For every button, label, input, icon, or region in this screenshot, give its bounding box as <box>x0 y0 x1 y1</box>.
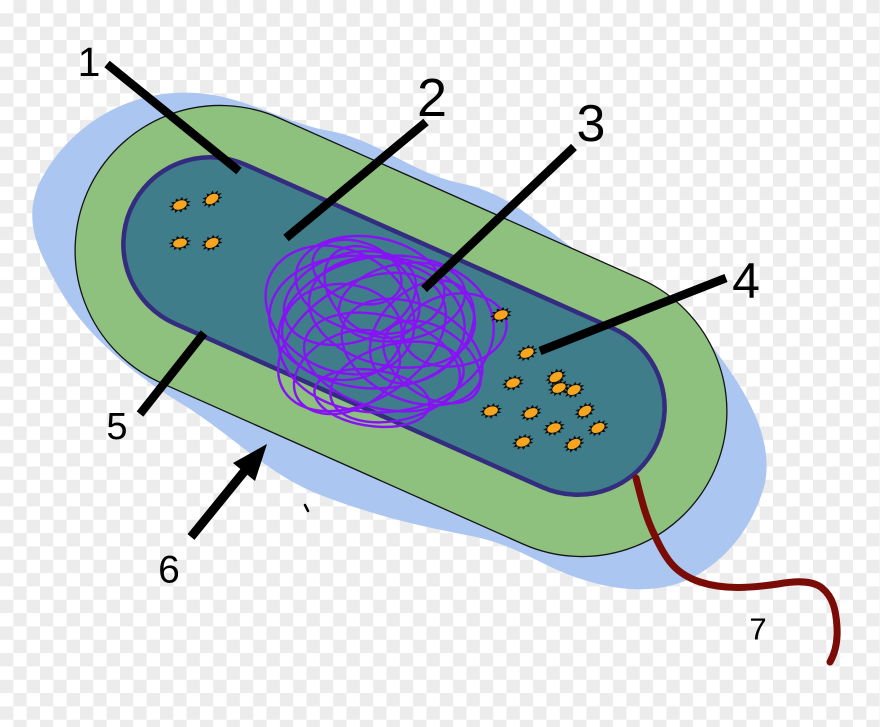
nucleoid-dna <box>264 234 508 429</box>
ribosome-core <box>205 193 219 205</box>
ribosome-core <box>567 438 581 450</box>
nucleoid-dna-loop <box>277 254 495 414</box>
ribosome-core <box>567 384 581 396</box>
ribosome <box>201 190 223 208</box>
ribosome <box>516 344 538 362</box>
label-7: 7 <box>749 612 766 647</box>
ribosome-core <box>524 408 538 418</box>
label-6: 6 <box>158 549 180 592</box>
ribosome <box>168 196 191 213</box>
nucleoid-dna-loop <box>313 367 431 429</box>
ribosome-core <box>520 348 534 358</box>
ribosome-core <box>552 383 566 393</box>
flagellum <box>632 474 841 666</box>
pointer-line-2 <box>283 118 429 242</box>
ribosome-core <box>591 422 605 434</box>
ribosome-core <box>549 371 563 383</box>
ribosome-core <box>578 405 592 417</box>
ribosome <box>511 433 534 450</box>
nucleoid-dna-loop <box>280 282 404 382</box>
nucleoid-dna-loop <box>264 244 416 376</box>
nucleoid-dna-loop <box>294 234 446 336</box>
ribosome <box>542 419 565 436</box>
pointer-line-4 <box>538 274 728 355</box>
ribosome <box>545 368 567 386</box>
pointer-line-1 <box>104 60 242 175</box>
pointer-arrowhead-6 <box>233 444 267 481</box>
label-1: 1 <box>78 39 101 85</box>
label-5: 5 <box>106 406 127 448</box>
ribosome <box>563 381 585 399</box>
nucleoid-dna-loop <box>402 292 508 368</box>
ribosome <box>587 419 609 437</box>
label-3: 3 <box>577 95 606 153</box>
ribosome-core <box>506 378 520 388</box>
pointer-arrow-shaft-6 <box>187 465 251 540</box>
ribosome <box>520 404 542 422</box>
ribosome-core <box>205 237 219 249</box>
ribosome-core <box>484 406 498 416</box>
ribosome-core <box>173 238 187 248</box>
ribosome <box>201 234 223 252</box>
nucleoid-dna-loop <box>368 279 476 385</box>
tick-mark <box>303 503 310 513</box>
nucleoid-dna-loop <box>382 319 482 405</box>
ribosome <box>563 435 585 453</box>
ribosome <box>574 402 596 420</box>
pointer-line-5 <box>136 330 208 417</box>
ribosome <box>168 235 192 251</box>
ribosome-core <box>547 423 561 433</box>
nucleoid-dna-loop <box>311 238 403 306</box>
ribosome <box>489 306 512 323</box>
ribosome-core <box>494 310 508 320</box>
ribosome-core <box>173 200 187 210</box>
ribosome <box>501 374 524 391</box>
label-4: 4 <box>732 253 760 309</box>
label-2: 2 <box>417 68 447 128</box>
ribosome <box>547 379 570 397</box>
nucleoid-dna-loop <box>292 328 402 416</box>
ribosome <box>479 403 503 419</box>
nucleoid-dna-loop <box>307 255 477 369</box>
pointer-line-3 <box>421 143 577 293</box>
ribosome-core <box>516 437 530 447</box>
